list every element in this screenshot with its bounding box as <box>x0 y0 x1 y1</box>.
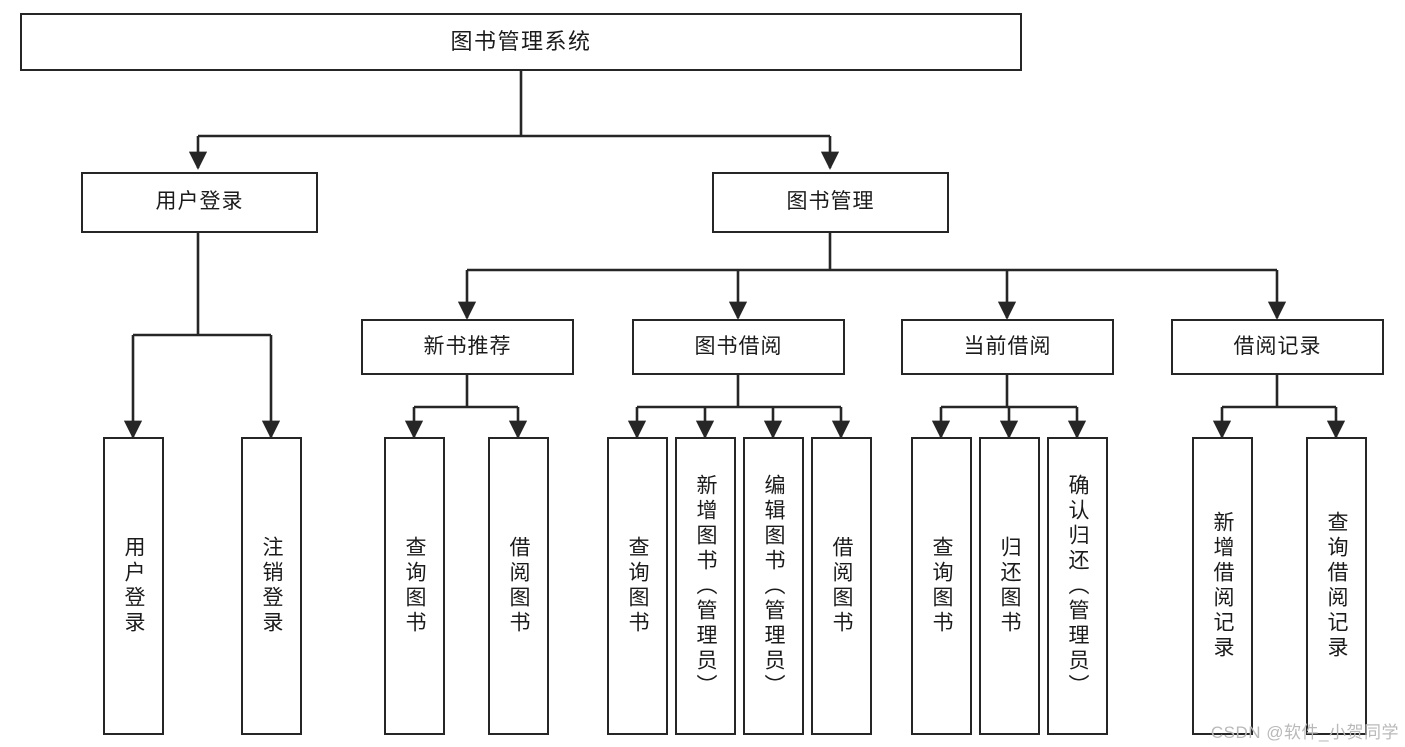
node-label: 当前借阅 <box>963 334 1052 358</box>
node-book-borrow[interactable]: 图书借阅 <box>632 319 845 375</box>
leaf-logout[interactable]: 注销登录 <box>241 437 302 735</box>
node-new-book-recommend[interactable]: 新书推荐 <box>361 319 574 375</box>
leaf-bookborrow-add-book-admin[interactable]: 新增图书（管理员） <box>675 437 736 735</box>
node-label: 新增图书（管理员） <box>694 473 718 699</box>
leaf-borrowrecord-add-record[interactable]: 新增借阅记录 <box>1192 437 1253 735</box>
node-current-borrow[interactable]: 当前借阅 <box>901 319 1114 375</box>
leaf-bookborrow-borrow-book[interactable]: 借阅图书 <box>811 437 872 735</box>
node-label: 查询图书 <box>403 536 427 636</box>
node-label: 图书借阅 <box>694 334 783 358</box>
node-label: 查询图书 <box>626 536 650 636</box>
node-label: 用户登录 <box>122 536 146 636</box>
node-label: 注销登录 <box>260 536 284 636</box>
node-label: 借阅图书 <box>830 536 854 636</box>
node-label: 新书推荐 <box>423 334 512 358</box>
node-label: 用户登录 <box>155 190 244 214</box>
node-label: 图书管理 <box>786 190 875 214</box>
watermark: CSDN @软件_小贺同学 <box>1210 723 1399 742</box>
node-book-management[interactable]: 图书管理 <box>712 172 949 233</box>
leaf-bookborrow-query-book[interactable]: 查询图书 <box>607 437 668 735</box>
leaf-newbook-borrow-book[interactable]: 借阅图书 <box>488 437 549 735</box>
node-label: 新增借阅记录 <box>1211 511 1235 661</box>
leaf-bookborrow-edit-book-admin[interactable]: 编辑图书（管理员） <box>743 437 804 735</box>
node-label: 图书管理系统 <box>450 29 592 55</box>
node-label: 查询借阅记录 <box>1325 511 1349 661</box>
leaf-currentborrow-query-book[interactable]: 查询图书 <box>911 437 972 735</box>
node-label: 确认归还（管理员） <box>1066 473 1090 699</box>
leaf-currentborrow-confirm-return-admin[interactable]: 确认归还（管理员） <box>1047 437 1108 735</box>
node-root-system[interactable]: 图书管理系统 <box>20 13 1022 71</box>
leaf-currentborrow-return-book[interactable]: 归还图书 <box>979 437 1040 735</box>
node-borrow-record[interactable]: 借阅记录 <box>1171 319 1384 375</box>
leaf-user-login[interactable]: 用户登录 <box>103 437 164 735</box>
node-label: 查询图书 <box>930 536 954 636</box>
node-label: 借阅图书 <box>507 536 531 636</box>
node-label: 归还图书 <box>998 536 1022 636</box>
node-user-login[interactable]: 用户登录 <box>81 172 318 233</box>
node-label: 编辑图书（管理员） <box>762 473 786 699</box>
leaf-borrowrecord-query-record[interactable]: 查询借阅记录 <box>1306 437 1367 735</box>
leaf-newbook-query-book[interactable]: 查询图书 <box>384 437 445 735</box>
node-label: 借阅记录 <box>1233 334 1322 358</box>
